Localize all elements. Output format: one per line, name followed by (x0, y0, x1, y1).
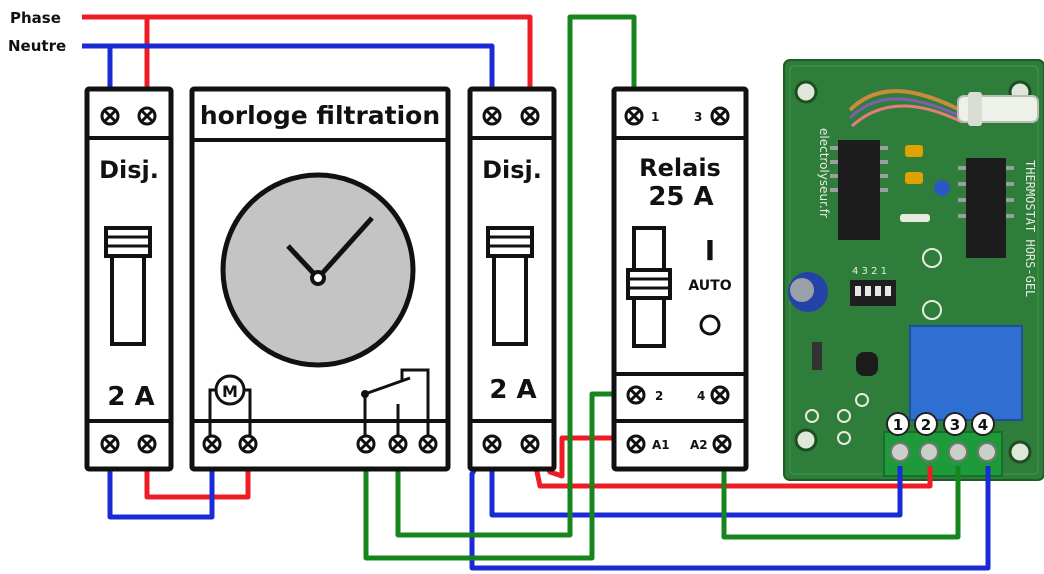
wire-control-relay-a2 (721, 438, 961, 540)
breaker-right-rating: 2 A (489, 375, 536, 405)
terminal-screw-icon (137, 434, 157, 454)
terminal-screw-icon (137, 106, 157, 126)
pcb-terminal-number-4: 4 (978, 416, 988, 434)
terminal-screw-icon (626, 434, 646, 454)
breaker-left-rating: 2 A (107, 382, 154, 412)
breaker-right: Disj. 2 A (467, 86, 557, 472)
relay-terminal-1: 1 (651, 110, 659, 124)
contact-switch-icon (361, 368, 430, 436)
breaker-toggle-icon (104, 226, 152, 346)
relay-off-indicator-icon (699, 314, 721, 336)
terminal-screw-icon (520, 106, 540, 126)
terminal-screw-icon (356, 434, 376, 454)
phase-label: Phase (10, 9, 61, 27)
relay-terminal-2: 2 (655, 389, 663, 403)
terminal-screw-icon (712, 434, 732, 454)
terminal-screw-icon (100, 106, 120, 126)
relay-terminal-3: 3 (694, 110, 702, 124)
pcb-terminal-number-3: 3 (950, 416, 960, 434)
relay-auto-label: AUTO (688, 278, 731, 294)
terminal-screw-icon (418, 434, 438, 454)
wire-control-relay-1 (395, 14, 637, 538)
relay-terminal-a1: A1 (652, 438, 670, 452)
breaker-right-title: Disj. (482, 156, 542, 184)
thermostat-board: 1 2 3 4 electrolyseur.fr THERMOSTAT HORS… (783, 59, 1044, 481)
terminal-screw-icon (202, 434, 222, 454)
relay-terminal-a2: A2 (690, 438, 708, 452)
wire-neutre-board-1 (489, 438, 903, 518)
pcb-terminal-number-2: 2 (921, 416, 931, 434)
relay-terminal-4: 4 (697, 389, 705, 403)
motor-icon: M (208, 374, 252, 436)
neutre-label: Neutre (8, 37, 66, 55)
breaker-left: Disj. 2 A (84, 86, 174, 472)
relay-module: 1 3 Relais 25 A I AUTO 2 4 A1 (611, 86, 749, 472)
terminal-screw-icon (238, 434, 258, 454)
breaker-toggle-icon (486, 226, 534, 346)
pcb-brand-text: electrolyseur.fr (817, 128, 831, 218)
terminal-screw-icon (520, 434, 540, 454)
timer-title: horloge filtration (200, 101, 440, 130)
pcb-relay (909, 325, 1023, 421)
terminal-screw-icon (100, 434, 120, 454)
relay-slider-icon (626, 226, 672, 348)
terminal-screw-icon (710, 385, 730, 405)
terminal-screw-icon (482, 434, 502, 454)
wire-neutre-timer (107, 438, 215, 520)
clock-icon (220, 172, 416, 368)
terminal-screw-icon (710, 106, 730, 126)
pcb-side-text: THERMOSTAT HORS-GEL (1023, 160, 1037, 297)
relay-rating: 25 A (648, 182, 713, 212)
timer-module: horloge filtration M (189, 86, 451, 472)
wire-control-relay-2 (363, 391, 636, 561)
relay-title: Relais (639, 154, 721, 182)
terminal-screw-icon (624, 106, 644, 126)
wire-phase-main (82, 14, 533, 102)
terminal-screw-icon (388, 434, 408, 454)
wire-neutre-main (82, 43, 495, 102)
pcb-dip-numbers: 4 3 2 1 (852, 266, 887, 277)
terminal-screw-icon (482, 106, 502, 126)
relay-on-symbol: I (705, 234, 715, 267)
pcb-terminal-number-1: 1 (893, 416, 903, 434)
motor-symbol: M (222, 382, 238, 401)
breaker-left-title: Disj. (99, 156, 159, 184)
terminal-screw-icon (626, 385, 646, 405)
